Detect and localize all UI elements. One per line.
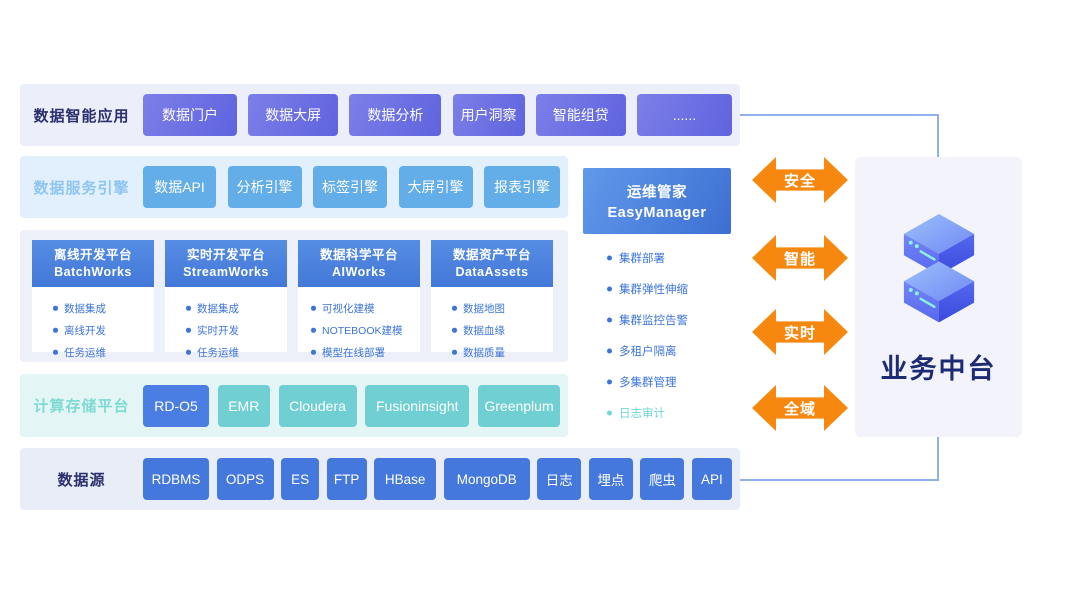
source-chip-es[interactable]: ES — [281, 458, 320, 500]
source-chip-rdbms[interactable]: RDBMS — [143, 458, 209, 500]
source-chip-api[interactable]: API — [691, 458, 732, 500]
source-buttons: RDBMS ODPS ES FTP HBase MongoDB 日志 埋点 爬虫… — [143, 458, 740, 500]
easymanager-title-cn: 运维管家 — [627, 185, 687, 201]
platform-feature: NOTEBOOK建模 — [322, 323, 420, 338]
platform-title-en: AIWorks — [332, 264, 386, 279]
platform-card-header: 数据科学平台 AIWorks — [298, 240, 420, 287]
compute-chip-rdo5[interactable]: RD-O5 — [143, 384, 209, 427]
row-label-data-apps: 数据智能应用 — [33, 107, 130, 125]
engine-chip-big-screen[interactable]: 大屏引擎 — [398, 166, 473, 208]
platform-card-aiworks: 数据科学平台 AIWorks 可视化建模 NOTEBOOK建模 模型在线部署 — [298, 240, 420, 359]
apps-chip-data-analysis[interactable]: 数据分析 — [349, 94, 442, 136]
platform-feature-list: 数据地图 数据血缘 数据质量 — [431, 294, 553, 367]
platform-title-en: BatchWorks — [54, 264, 132, 279]
platform-title-cn: 离线开发平台 — [53, 248, 132, 262]
compute-chip-cloudera[interactable]: Cloudera — [278, 384, 357, 427]
platform-title-en: StreamWorks — [183, 264, 269, 279]
engine-chip-data-api[interactable]: 数据API — [143, 166, 216, 208]
platform-card-streamworks: 实时开发平台 StreamWorks 数据集成 实时开发 任务运维 — [165, 240, 287, 359]
platform-feature: 模型在线部署 — [322, 345, 420, 360]
platform-title-cn: 数据资产平台 — [452, 248, 531, 262]
easymanager-feature: 集群弹性伸缩 — [619, 281, 731, 297]
apps-chip-user-insight[interactable]: 用户洞察 — [452, 94, 525, 136]
easymanager-feature: 日志审计 — [619, 405, 731, 421]
platform-feature: 数据集成 — [197, 301, 287, 316]
platform-feature: 数据集成 — [64, 301, 154, 316]
row-label-service-engines: 数据服务引擎 — [33, 179, 130, 197]
easymanager-header: 运维管家 EasyManager — [583, 168, 731, 234]
platform-feature: 可视化建模 — [322, 301, 420, 316]
easymanager-feature: 多集群管理 — [619, 374, 731, 390]
source-chip-crawler[interactable]: 爬虫 — [640, 458, 685, 500]
engine-buttons: 数据API 分析引擎 标签引擎 大屏引擎 报表引擎 — [143, 166, 568, 208]
easymanager-title-en: EasyManager — [607, 205, 707, 221]
business-platform-label: 业务中台 — [880, 354, 997, 384]
platform-feature: 离线开发 — [64, 323, 154, 338]
compute-chip-greenplum[interactable]: Greenplum — [478, 384, 560, 427]
row-data-apps: 数据智能应用 数据门户 数据大屏 数据分析 用户洞察 智能组贷 ...... — [20, 84, 740, 146]
apps-chip-more[interactable]: ...... — [636, 94, 732, 136]
platform-feature: 实时开发 — [197, 323, 287, 338]
engine-chip-analysis[interactable]: 分析引擎 — [227, 166, 302, 208]
source-chip-ftp[interactable]: FTP — [326, 458, 367, 500]
platform-title-cn: 数据科学平台 — [319, 248, 398, 262]
compute-buttons: RD-O5 EMR Cloudera Fusioninsight Greenpl… — [143, 384, 568, 427]
row-label-data-sources: 数据源 — [57, 471, 106, 489]
row-label-compute-storage: 计算存储平台 — [33, 398, 130, 415]
platform-feature-list: 数据集成 实时开发 任务运维 — [165, 294, 287, 367]
row-platforms: 离线开发平台 BatchWorks 数据集成 离线开发 任务运维 实时开发平台 … — [20, 230, 568, 362]
easymanager-feature: 集群监控告警 — [619, 312, 731, 328]
source-chip-tracking[interactable]: 埋点 — [588, 458, 633, 500]
source-chip-odps[interactable]: ODPS — [216, 458, 274, 500]
row-data-sources: 数据源 RDBMS ODPS ES FTP HBase MongoDB 日志 埋… — [20, 448, 740, 510]
easymanager-feature: 集群部署 — [619, 250, 731, 266]
apps-chip-data-screen[interactable]: 数据大屏 — [248, 94, 339, 136]
platform-card-header: 实时开发平台 StreamWorks — [165, 240, 287, 287]
platform-feature: 数据血缘 — [463, 323, 553, 338]
easymanager-feature-list: 集群部署 集群弹性伸缩 集群监控告警 多租户隔离 多集群管理 日志审计 — [583, 234, 731, 421]
arrow-label: 全域 — [783, 400, 816, 418]
engine-chip-tag[interactable]: 标签引擎 — [313, 166, 387, 208]
compute-chip-fusioninsight[interactable]: Fusioninsight — [365, 384, 470, 427]
platform-feature: 任务运维 — [64, 345, 154, 360]
arrow-label: 实时 — [783, 324, 816, 342]
server-stack-icon — [903, 214, 974, 323]
apps-buttons: 数据门户 数据大屏 数据分析 用户洞察 智能组贷 ...... — [143, 94, 740, 136]
platform-feature-list: 数据集成 离线开发 任务运维 — [32, 294, 154, 367]
apps-chip-smart-credit[interactable]: 智能组贷 — [535, 94, 626, 136]
easymanager-feature: 多租户隔离 — [619, 343, 731, 359]
platform-card-batchworks: 离线开发平台 BatchWorks 数据集成 离线开发 任务运维 — [32, 240, 154, 359]
platform-title-en: DataAssets — [455, 264, 529, 279]
platform-card-header: 离线开发平台 BatchWorks — [32, 240, 154, 287]
platform-feature: 任务运维 — [197, 345, 287, 360]
platform-card-dataassets: 数据资产平台 DataAssets 数据地图 数据血缘 数据质量 — [431, 240, 553, 359]
row-service-engines: 数据服务引擎 数据API 分析引擎 标签引擎 大屏引擎 报表引擎 — [20, 156, 568, 218]
source-chip-mongodb[interactable]: MongoDB — [443, 458, 530, 500]
platform-feature: 数据质量 — [463, 345, 553, 360]
arrow-label: 安全 — [783, 172, 816, 190]
apps-chip-data-portal[interactable]: 数据门户 — [143, 94, 237, 136]
business-platform-card: 业务中台 — [855, 157, 1022, 437]
easymanager-panel: 运维管家 EasyManager 集群部署 集群弹性伸缩 集群监控告警 多租户隔… — [583, 168, 731, 432]
platform-card-header: 数据资产平台 DataAssets — [431, 240, 553, 287]
platform-feature-list: 可视化建模 NOTEBOOK建模 模型在线部署 — [298, 294, 420, 367]
source-chip-log[interactable]: 日志 — [537, 458, 582, 500]
platform-feature: 数据地图 — [463, 301, 553, 316]
platform-title-cn: 实时开发平台 — [186, 248, 265, 262]
compute-chip-emr[interactable]: EMR — [217, 384, 270, 427]
row-compute-storage: 计算存储平台 RD-O5 EMR Cloudera Fusioninsight … — [20, 374, 568, 437]
source-chip-hbase[interactable]: HBase — [374, 458, 437, 500]
engine-chip-report[interactable]: 报表引擎 — [484, 166, 560, 208]
arrow-label: 智能 — [783, 250, 816, 268]
